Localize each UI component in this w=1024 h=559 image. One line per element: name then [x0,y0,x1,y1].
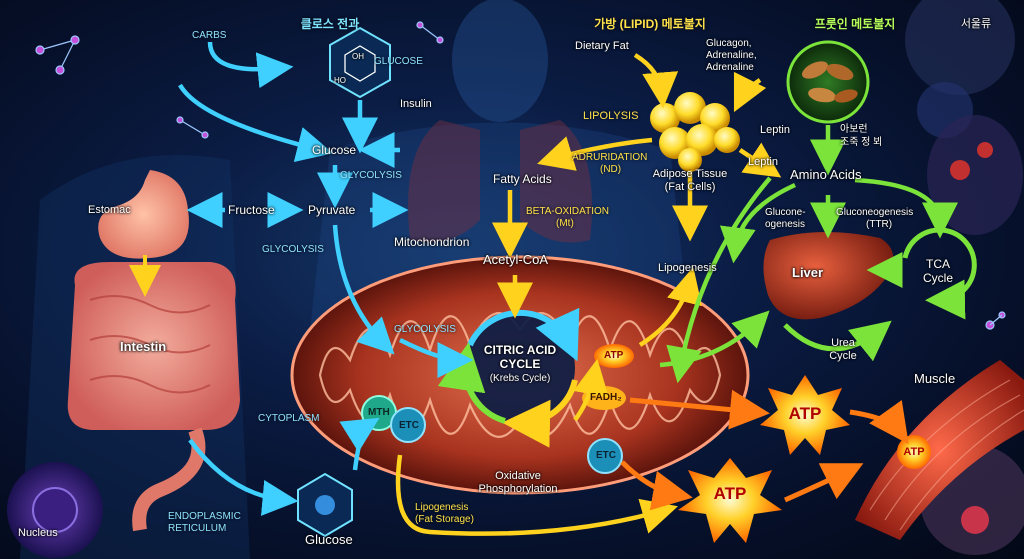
amino-acids-label: Amino Acids [790,167,862,182]
lipolysis-label: LIPOLYSIS [583,110,639,122]
muscle-fibers [869,379,1024,531]
header-protein-metabolism: 프룻인 메토불지 [814,17,896,31]
carbs-label: CARBS [192,30,227,41]
protein-pathway-arrows [659,125,958,384]
header-glucose-transport: 클로스 전과 [300,17,360,31]
adipose-label-2: (Fat Cells) [664,181,716,193]
cell-decoration [927,115,1023,235]
glycolysis-label-3: GLYCOLYSIS [394,324,456,335]
atp-bottom-label: ATP [713,484,747,503]
tca-label-2: Cycle [922,271,954,285]
glucose-bottom-core [315,495,335,515]
er-label-2: RETICULUM [168,523,227,534]
cytoplasm-label: CYTOPLASM [258,413,320,424]
glucose-ring-icon [344,45,376,82]
leptin-label-2: Leptin [748,156,778,168]
etc-node [390,407,426,443]
intestine-folds [89,295,211,394]
lipogenesis-label: Lipogenesis [658,262,717,274]
glucose-bottom-label: Glucose [305,532,353,547]
corner-label: 서울류 [960,18,992,30]
atp-muscle-label: ATP [903,446,925,458]
estomac-label: Estomac [88,204,131,216]
muscle-graphic [855,360,1024,540]
citric-cycle-arrow-right [502,379,578,448]
protein-circle-graphic [786,40,870,124]
urea-label-1: Urea [831,337,855,349]
glucose-molecule-top [329,26,391,99]
nucleus-label: Nucleus [18,527,58,539]
tca-cycle-ring [902,227,977,320]
glycolysis-label-1: GLYCOLYSIS [340,170,402,181]
molecule-oh-label: OH [352,52,364,61]
hormone-2-label: Adrenaline, [706,50,757,61]
etc-node-2 [587,438,623,474]
intestin-label: Intestin [120,339,167,354]
beta-oxidation-label-1: BETA-OXIDATION [526,206,609,217]
glycolysis-label-2: GLYCOLYSIS [262,244,324,255]
liver-graphic [763,231,894,320]
cell-decoration [950,160,970,180]
pyruvate-label: Pyruvate [308,203,356,217]
gluconeogenesis-label-1: Glucone- [765,207,806,218]
atp-small-label: ATP [604,350,624,361]
gluconeogenesis-ttr-label-1: Gluconeogenesis [836,207,914,218]
adruridation-label-2: (ND) [600,164,622,175]
liver-label: Liver [792,265,824,280]
citric-label-1: CITRIC ACID [483,343,557,357]
adruridation-label-1: ADRURIDATION [572,152,648,163]
hormone-3-label: Adrenaline [706,62,754,73]
lipogenesis-storage-label-1: Lipogenesis [415,502,469,513]
etc-label-2: ETC [596,450,616,461]
dietary-fat-label: Dietary Fat [575,40,629,52]
molecule-decoration [35,21,1006,330]
citric-label-3: (Krebs Cycle) [489,373,551,384]
molecule-ho-label: HO [334,76,346,85]
cell-decoration [977,142,993,158]
adipose-cluster-graphic [650,92,740,172]
gluconeogenesis-ttr-label-2: (TTR) [866,219,893,230]
cristae-graphic [318,312,722,438]
oxphos-label-1: Oxidative [495,470,541,482]
carb-pathway-arrows [178,41,474,516]
protein-korean-label-2: 조죽 정 뵈 [840,137,883,148]
atp-burst-bottom [678,458,782,543]
urea-label-2: Cycle [829,350,857,362]
stomach-graphic [98,170,189,259]
acetyl-coa-label: Acetyl-CoA [483,252,549,267]
beta-oxidation-label-2: (Mt) [556,218,574,229]
tca-label-1: TCA [926,257,950,271]
atp-pathway-arrows [620,389,909,511]
atp-mid-label: ATP [788,404,822,423]
header-lipid-metabolism: 가방 (LIPID) 메토불지 [594,17,706,31]
nucleus-core [32,487,78,533]
adipose-label-1: Adipose Tissue [652,168,728,180]
oxphos-label-2: Phosphorylation [478,483,558,495]
leptin-label-1: Leptin [760,124,790,136]
mth-label: MTH [368,407,390,418]
urea-cycle-arrow [783,320,892,362]
gluconeogenesis-label-2: ogenesis [765,219,806,230]
glucose-label: Glucose [312,143,357,157]
citric-label-2: CYCLE [499,357,541,371]
cell-decoration [961,506,989,534]
mitochondrion-label: Mitochondrion [394,235,470,249]
insulin-label: Insulin [400,98,432,110]
fadh-label: FADH₂ [590,392,622,403]
er-label-1: ENDOPLASMIC [168,511,241,522]
protein-korean-label-1: 아보런 [840,124,868,135]
muscle-label: Muscle [914,371,956,386]
etc-label: ETC [399,420,419,431]
fatty-acids-label: Fatty Acids [493,172,552,186]
lipid-pathway-arrows [395,53,782,536]
lipogenesis-storage-label-2: (Fat Storage) [415,514,474,525]
glucose-top-label: GLUCOSE [374,56,423,67]
fructose-label: Fructose [228,203,275,217]
atp-burst-mid [760,375,850,455]
hormone-1-label: Glucagon, [706,38,752,49]
cell-decoration [905,0,1015,95]
